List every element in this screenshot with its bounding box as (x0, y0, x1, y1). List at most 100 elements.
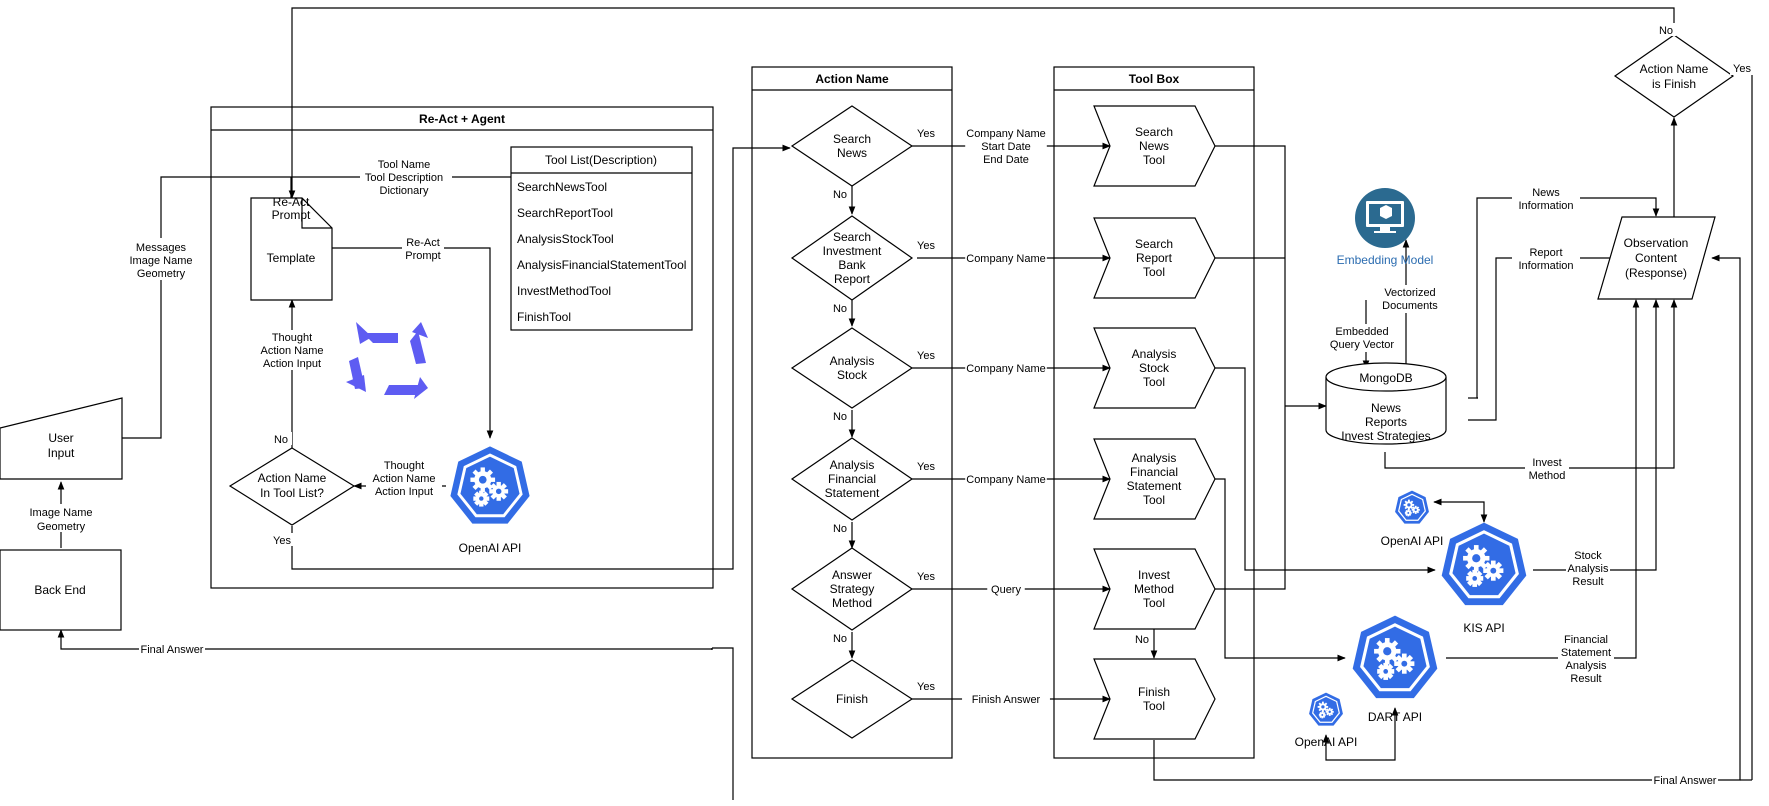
action-decision-label: Search (833, 230, 871, 244)
tool-label: News (1139, 139, 1169, 153)
user-input-line-1: User (48, 431, 73, 445)
tool-label: Tool (1143, 375, 1165, 389)
observation-line-2: Content (1635, 251, 1678, 265)
tool-shape: AnalysisFinancialStatementTool (1093, 438, 1216, 520)
svg-text:Image Name: Image Name (30, 507, 93, 519)
svg-text:Analysis: Analysis (1566, 660, 1607, 672)
tool-list-item: SearchReportTool (517, 206, 613, 220)
action-decision-label: Search (833, 132, 871, 146)
tool-label: Tool (1143, 265, 1165, 279)
no-label: No (833, 633, 847, 645)
tool-list-item: AnalysisFinancialStatementTool (517, 258, 686, 272)
mongodb-title: MongoDB (1359, 371, 1412, 385)
svg-text:Method: Method (1529, 470, 1566, 482)
action-decision: Finish Yes (790, 659, 935, 739)
svg-text:Action Name: Action Name (373, 473, 436, 485)
cycle-icon (346, 322, 428, 399)
action-decision-label: Analysis (830, 458, 875, 472)
svg-text:Information: Information (1518, 200, 1573, 212)
action-decision-label: Statement (825, 486, 880, 500)
action-decision-label: Analysis (830, 354, 875, 368)
mongodb-line-3: Invest Strategies (1341, 429, 1430, 443)
action-decision-label: Method (832, 596, 872, 610)
svg-text:No: No (1659, 25, 1673, 37)
openai-small-1-icon (1395, 490, 1429, 524)
connectors (57, 7, 1753, 800)
finish-check-line-1: Action Name (1640, 62, 1709, 76)
observation-line-3: (Response) (1625, 266, 1687, 280)
action-decision-label: Answer (832, 568, 872, 582)
report-info-label: Report Information (1512, 245, 1580, 273)
embedding-model-node: Embedding Model (1337, 188, 1434, 267)
tool-list-decision: Action Name In Tool List? (228, 447, 356, 526)
react-prompt-label: Re-Act Prompt (402, 235, 444, 263)
thought-up-label: Thought Action Name Action Input (256, 330, 328, 370)
yes-label: Yes (917, 681, 935, 693)
vectorized-docs-label: Vectorized Documents (1380, 285, 1440, 313)
finish-check-no-label: No (1656, 23, 1676, 37)
tool-label: Tool (1143, 596, 1165, 610)
action-name-title: Action Name (815, 72, 889, 86)
tool-list-item: FinishTool (517, 310, 571, 324)
param-text: Start Date (981, 141, 1031, 153)
svg-text:Dictionary: Dictionary (380, 185, 429, 197)
embedded-query-label: Embedded Query Vector (1328, 324, 1398, 352)
action-decision-label: Finish (836, 692, 868, 706)
tool-list-item: InvestMethodTool (517, 284, 611, 298)
dart-api-label: DART API (1368, 710, 1422, 724)
openai-small-1-label: OpenAI API (1381, 534, 1444, 548)
openai-main-node: OpenAI API (450, 446, 530, 555)
svg-text:Prompt: Prompt (405, 250, 440, 262)
param-label: Company Name (965, 471, 1047, 487)
tool-label: Analysis (1132, 347, 1177, 361)
no-label: No (833, 411, 847, 423)
tool-list-node: Tool List(Description) SearchNewsTool Se… (510, 146, 693, 331)
yes-label-tool-list: Yes (268, 533, 294, 547)
tool-shapes: SearchNewsToolSearchReportToolAnalysisSt… (1093, 105, 1216, 740)
param-text: Finish Answer (972, 694, 1041, 706)
dart-api-icon (1352, 615, 1438, 699)
action-decision-label: Stock (837, 368, 868, 382)
observation-line-1: Observation (1624, 236, 1689, 250)
no-label: No (833, 303, 847, 315)
svg-text:Result: Result (1572, 576, 1603, 588)
action-decision-label: News (837, 146, 867, 160)
kis-api-icon (1441, 522, 1527, 606)
yes-label: Yes (917, 128, 935, 140)
action-decision-label: Bank (838, 258, 866, 272)
embedding-model-label: Embedding Model (1337, 253, 1434, 267)
action-decision-label: Financial (828, 472, 876, 486)
user-input-node: User Input (0, 397, 123, 480)
tool-list-decision-line-1: Action Name (258, 471, 327, 485)
user-input-line-2: Input (48, 446, 75, 460)
prompt-template-line-2: Prompt (272, 208, 311, 222)
react-agent-title: Re-Act + Agent (419, 112, 505, 126)
yes-label: Yes (917, 571, 935, 583)
tool-label: Search (1135, 237, 1173, 251)
no-label-tool-list: No (272, 432, 292, 446)
svg-text:Final Answer: Final Answer (141, 644, 204, 656)
svg-text:Tool Description: Tool Description (365, 172, 443, 184)
svg-text:Thought: Thought (384, 460, 424, 472)
tool-name-desc-label: Tool Name Tool Description Dictionary (360, 157, 452, 199)
no-label: No (833, 523, 847, 535)
action-decision-label: Report (834, 272, 871, 286)
financial-result-label: Financial Statement Analysis Result (1558, 633, 1614, 685)
svg-text:Yes: Yes (1733, 63, 1751, 75)
prompt-template-node: Re-Act Prompt Template (250, 195, 333, 301)
param-text: Query (991, 584, 1021, 596)
svg-text:Vectorized: Vectorized (1384, 287, 1435, 299)
kis-api-label: KIS API (1463, 621, 1504, 635)
openai-small-1-node: OpenAI API (1381, 490, 1444, 548)
tool-list-item: AnalysisStockTool (517, 232, 614, 246)
svg-text:Report: Report (1529, 247, 1562, 259)
svg-text:Statement: Statement (1561, 647, 1611, 659)
tool-label: Tool (1143, 493, 1165, 507)
svg-text:Result: Result (1570, 673, 1601, 685)
finish-check-decision: Action Name is Finish (1613, 34, 1735, 118)
svg-text:Analysis: Analysis (1568, 563, 1609, 575)
tool-shape: AnalysisStockTool (1093, 327, 1216, 409)
